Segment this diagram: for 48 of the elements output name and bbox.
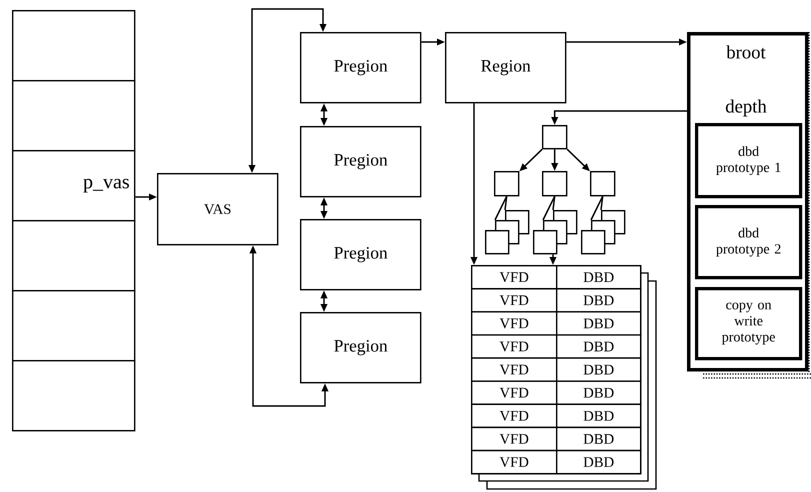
connector-line — [494, 196, 508, 220]
table-cell: DBD — [556, 288, 642, 313]
table-cell: DBD — [556, 404, 642, 428]
connector-line — [590, 196, 604, 220]
table-cell: VFD — [471, 426, 558, 452]
connector-line — [542, 196, 556, 220]
empty-box — [542, 171, 568, 196]
table-cell: DBD — [556, 380, 642, 405]
table-cell: VFD — [471, 450, 558, 474]
empty-box — [581, 230, 606, 254]
process-box: copy on write prototype — [695, 287, 802, 360]
process-box: Pregion — [300, 126, 422, 198]
empty-box — [590, 171, 616, 196]
table-cell: VFD — [471, 311, 558, 336]
empty-box — [494, 171, 520, 196]
table-cell: DBD — [556, 334, 642, 359]
table-cell: DBD — [556, 426, 642, 452]
table-cell: DBD — [556, 450, 642, 474]
connector-line — [552, 196, 556, 210]
connector-line — [600, 196, 604, 210]
table-cell: DBD — [556, 265, 642, 290]
process-box: Pregion — [300, 312, 422, 384]
process-box: Region — [445, 32, 566, 104]
table-cell: VFD — [471, 265, 558, 290]
empty-box — [12, 220, 136, 292]
table-cell: VFD — [471, 404, 558, 428]
process-box: dbd prototype 2 — [695, 205, 802, 280]
table-cell: DBD — [556, 311, 642, 336]
box-label: broot — [726, 45, 766, 59]
process-box: dbd prototype 1 — [695, 123, 802, 198]
process-box: Pregion — [300, 32, 422, 104]
empty-box — [485, 230, 510, 254]
empty-box — [12, 10, 136, 82]
empty-box — [12, 80, 136, 152]
empty-box — [542, 125, 568, 150]
table-cell: DBD — [556, 357, 642, 382]
connector-line — [504, 196, 508, 210]
process-box: Pregion — [300, 219, 422, 290]
table-cell: VFD — [471, 334, 558, 359]
table-cell: VFD — [471, 380, 558, 405]
table-cell: VFD — [471, 357, 558, 382]
box-label: depth — [726, 100, 766, 116]
process-box: p_vas — [12, 150, 136, 222]
table-cell: VFD — [471, 288, 558, 313]
empty-box — [533, 230, 558, 254]
empty-box — [12, 290, 136, 362]
empty-box — [12, 360, 136, 432]
process-box: VAS — [157, 173, 278, 246]
